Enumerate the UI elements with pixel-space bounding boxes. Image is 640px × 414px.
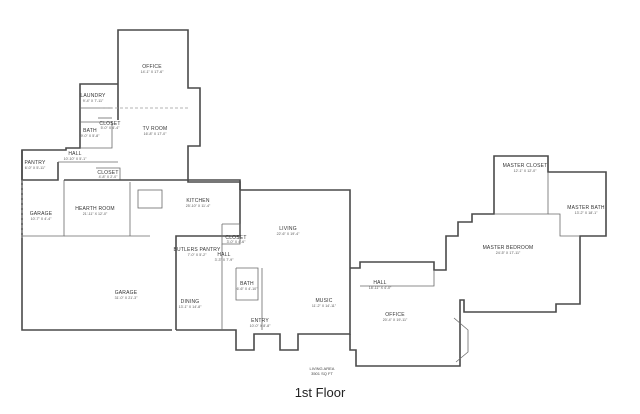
wall-bath-upper bbox=[80, 121, 113, 149]
pantry-label: PANTRY bbox=[24, 160, 45, 166]
closet-kitchen-label: CLOSET bbox=[225, 235, 246, 241]
wall-master-closet-bottom bbox=[494, 172, 549, 215]
closet-kitchen-dim: 3'-0" X 4'-6" bbox=[227, 240, 246, 244]
master-closet-label: MASTER CLOSET bbox=[503, 163, 548, 169]
hearth-room-label: HEARTH ROOM bbox=[75, 206, 115, 212]
closet-mid-dim: 4'-8" X 2'-0" bbox=[99, 175, 118, 179]
kitchen-island bbox=[137, 189, 163, 209]
master-bath-dim: 13'-2" X 18'-1" bbox=[575, 211, 598, 215]
butlers-pantry-label: BUTLERS PANTRY bbox=[173, 247, 221, 253]
living-label: LIVING bbox=[279, 226, 297, 232]
pantry-dim: 6'-0" X 5'-11" bbox=[25, 166, 46, 170]
floor-title: 1st Floor bbox=[294, 385, 346, 400]
closet-mid-label: CLOSET bbox=[97, 170, 118, 176]
wall-center-bottom bbox=[176, 268, 351, 351]
master-bath-label: MASTER BATH bbox=[567, 205, 605, 211]
walls bbox=[21, 29, 607, 367]
hall-left-label: HALL bbox=[68, 151, 81, 157]
garage-small-label: GARAGE bbox=[30, 211, 53, 217]
office-top-dim: 14'-1" X 17'-6" bbox=[141, 70, 164, 74]
kitchen-dim: 25'-10" X 11'-4" bbox=[186, 204, 211, 208]
wall-office-bottom-bay bbox=[453, 317, 469, 363]
living-dim: 22'-6" X 19'-4" bbox=[277, 232, 300, 236]
tv-room-label: TV ROOM bbox=[143, 126, 168, 132]
dining-dim: 13'-1" X 14'-8" bbox=[179, 305, 202, 309]
closet-upper-dim: 5'-0" X 4'-4" bbox=[101, 126, 120, 130]
closet-upper-label: CLOSET bbox=[99, 121, 120, 127]
bath-center-label: BATH bbox=[240, 281, 254, 287]
garage-small-dim: 10'-7" X 4'-4" bbox=[31, 217, 52, 221]
wall-office-top bbox=[117, 29, 241, 190]
hall-right-dim: 18'-11" X 4'-0" bbox=[369, 286, 392, 290]
dining-label: DINING bbox=[181, 299, 200, 305]
kitchen-label: KITCHEN bbox=[186, 198, 210, 204]
butlers-pantry-dim: 7'-0" X 5'-2" bbox=[188, 253, 207, 257]
wall-bath-center bbox=[235, 267, 259, 301]
music-label: MUSIC bbox=[315, 298, 332, 304]
wall-living bbox=[240, 189, 351, 268]
office-bottom-dim: 20'-4" X 19'-11" bbox=[383, 318, 408, 322]
wall-closet-kitchen bbox=[221, 223, 241, 245]
entry-label: ENTRY bbox=[251, 318, 269, 324]
hearth-room-dim: 21'-11" X 12'-0" bbox=[83, 212, 108, 216]
master-bedroom-label: MASTER BEDROOM bbox=[483, 245, 534, 251]
wall-master-bath-left bbox=[548, 213, 580, 237]
garage-main-label: GARAGE bbox=[115, 290, 138, 296]
master-closet-dim: 12'-1" X 12'-0" bbox=[514, 169, 537, 173]
hall-right-label: HALL bbox=[373, 280, 386, 286]
office-bottom-label: OFFICE bbox=[385, 312, 405, 318]
bath-upper-dim: 9'-0" X 5'-8" bbox=[81, 134, 100, 138]
wall-pantry bbox=[21, 150, 59, 181]
entry-dim: 10'-0" X 8'-8" bbox=[250, 324, 271, 328]
hall-center-label: HALL bbox=[217, 252, 230, 258]
master-bedroom-dim: 24'-5" X 17'-11" bbox=[496, 251, 521, 255]
wall-laundry-wing bbox=[21, 83, 172, 331]
laundry-dim: 9'-4" X 7'-11" bbox=[83, 99, 104, 103]
tv-room-dim: 16'-8" X 17'-0" bbox=[144, 132, 167, 136]
wall-right-wing bbox=[349, 155, 607, 367]
wall-garage-small bbox=[22, 180, 65, 237]
hall-center-dim: 3'-3" X 7'-9" bbox=[215, 258, 234, 262]
music-dim: 11'-2" X 14'-11" bbox=[312, 304, 337, 308]
garage-main-dim: 31'-0" X 21'-3" bbox=[115, 296, 138, 300]
office-top-label: OFFICE bbox=[142, 64, 162, 70]
laundry-label: LAUNDRY bbox=[80, 93, 106, 99]
wall-hearth-kitchen bbox=[64, 179, 241, 330]
bath-upper-label: BATH bbox=[83, 128, 97, 134]
bath-center-dim: 6'-6" X 4'-10" bbox=[237, 287, 258, 291]
wall-hall-right bbox=[360, 270, 435, 287]
living-area-value: 3501 SQ FT bbox=[311, 371, 333, 376]
living-area-label: LIVING AREA bbox=[310, 366, 335, 371]
hall-left-dim: 10'-10" X 5'-1" bbox=[64, 157, 87, 161]
room-labels: OFFICE 14'-1" X 17'-6" LAUNDRY 9'-4" X 7… bbox=[24, 64, 604, 376]
